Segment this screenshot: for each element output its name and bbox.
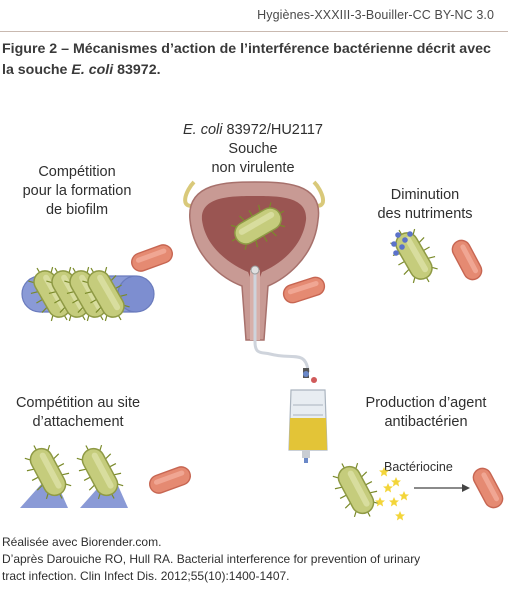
arrow-icon xyxy=(414,484,470,492)
attachment-label-line2: d’attachement xyxy=(32,414,124,430)
biofilm-label: Compétition pour la formation de biofilm xyxy=(6,163,148,220)
pathogen-bacterium-icon xyxy=(128,241,176,275)
credits-line3: tract infection. Clin Infect Dis. 2012;5… xyxy=(2,569,290,583)
pathogen-bacterium-icon xyxy=(280,274,328,306)
strain-organism: E. coli xyxy=(182,122,223,138)
antibacterial-production xyxy=(325,454,507,526)
credits-line1: Réalisée avec Biorender.com. xyxy=(2,535,162,549)
pathogen-bacterium-icon xyxy=(146,463,194,497)
mechanism-illustration xyxy=(17,180,507,526)
strain-code: 83972/HU2117 xyxy=(222,122,324,138)
header-divider xyxy=(0,31,508,32)
nutrient-competition xyxy=(382,220,486,292)
strain-label: E. coli 83972/HU2117 Souche non virulent… xyxy=(158,121,348,178)
nutrients-label: Diminution des nutriments xyxy=(366,186,484,224)
attachment-competition xyxy=(17,436,194,508)
figure-title: Figure 2 – Mécanismes d’action de l’inte… xyxy=(2,39,502,81)
pathogen-bacterium-icon xyxy=(469,464,507,512)
strain-label-line2: Souche xyxy=(228,141,278,157)
agent-label-line1: Production d’agent xyxy=(365,395,487,411)
figure-credits: Réalisée avec Biorender.com. D’après Dar… xyxy=(2,534,502,585)
nutrients-label-line1: Diminution xyxy=(390,187,460,203)
benign-bacterium-icon xyxy=(20,258,138,330)
biofilm-label-line1: Compétition xyxy=(38,164,116,180)
source-header: Hygiènes-XXXIII-3-Bouiller-CC BY-NC 3.0 xyxy=(257,8,494,22)
figure-title-organism: E. coli xyxy=(71,62,114,78)
star-icon xyxy=(375,467,409,521)
urine-bag-icon xyxy=(288,368,328,463)
agent-label-line2: antibactérien xyxy=(384,414,468,430)
agent-label: Production d’agent antibactérien xyxy=(352,394,500,432)
pathogen-bacterium-icon xyxy=(448,236,486,284)
biofilm-label-line2: pour la formation xyxy=(22,183,132,199)
figure-title-prefix: Figure 2 – Mécanismes d’action de l’inte… xyxy=(2,41,491,78)
credits-line2: D’après Darouiche RO, Hull RA. Bacterial… xyxy=(2,552,421,566)
bladder-catheter-icon xyxy=(183,180,325,373)
strain-label-line1: E. coli 83972/HU2117 xyxy=(158,121,348,140)
attachment-label-line1: Compétition au site xyxy=(15,395,141,411)
attachment-label: Compétition au site d’attachement xyxy=(4,394,152,432)
biofilm-label-line3: de biofilm xyxy=(45,202,109,218)
nutrients-label-line2: des nutriments xyxy=(377,206,473,222)
bacteriocin-label: Bactériocine xyxy=(384,460,453,474)
figure-title-suffix: 83972. xyxy=(113,62,161,78)
strain-label-line3: non virulente xyxy=(211,160,295,176)
